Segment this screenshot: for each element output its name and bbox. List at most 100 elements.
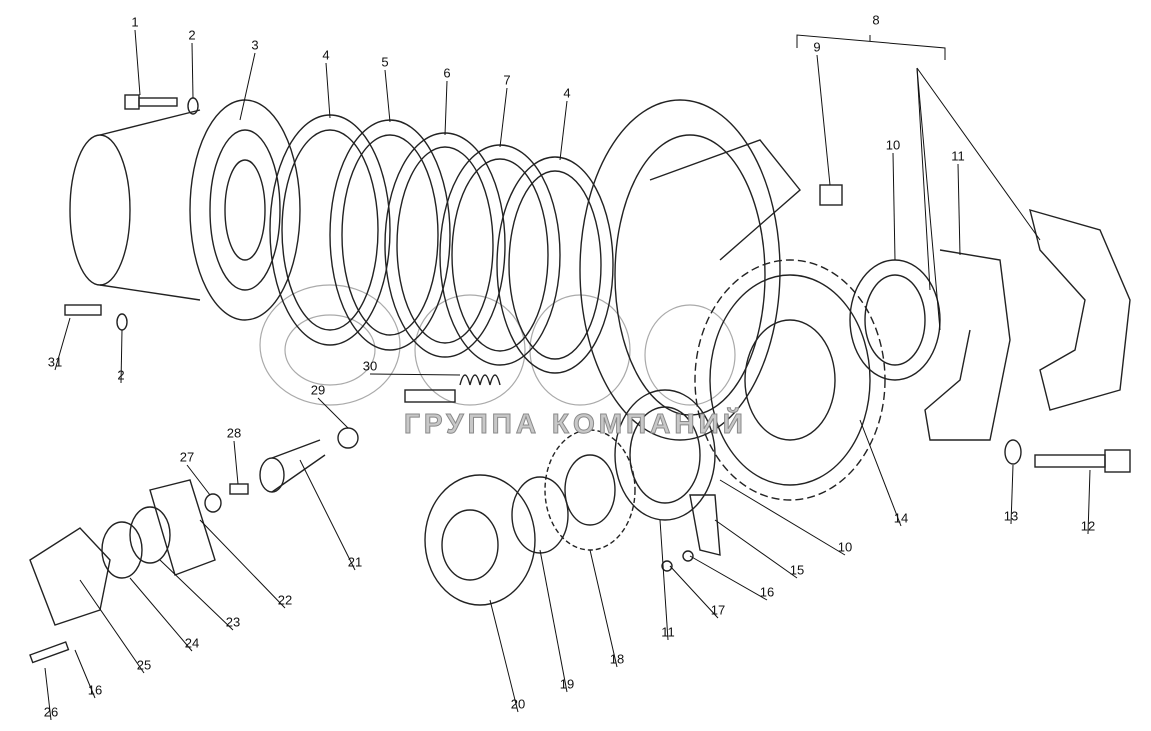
callout-label: 12 [1080,518,1096,534]
leader-line [539,549,568,693]
callout-label: 14 [893,510,909,526]
callout-label: 9 [813,39,821,55]
callout-label: 16 [759,584,775,600]
callout-label: 19 [559,676,575,692]
bearing-10 [849,259,941,381]
leader-line [589,549,618,668]
callout-label: 29 [310,382,326,398]
callout-label: 7 [503,72,511,88]
leader-line [957,163,961,256]
leader-line [659,519,669,641]
callout-label: 18 [609,651,625,667]
leader-line [233,440,239,485]
gasket-22 [149,479,216,576]
watermark-text: ГРУППА КОМПАНИЙ [404,408,747,440]
leader-line [916,67,941,331]
leader-line [79,579,145,674]
leader-line [444,80,448,136]
bushing-24 [101,521,143,579]
leader-line [191,42,194,99]
leader-line [239,52,256,121]
callout-label: 2 [117,367,125,383]
leader-line [859,419,902,527]
leader-line [916,67,931,291]
leader-line [325,62,331,119]
friction-plates [269,114,614,374]
bolt-26 [29,641,70,664]
cap-halves [1029,208,1131,411]
callout-label: 21 [347,554,363,570]
callout-label: 13 [1003,508,1019,524]
callout-label: 23 [225,614,241,630]
callout-label: 26 [43,704,59,720]
leader-line [134,29,141,96]
callout-label: 15 [789,562,805,578]
callout-label: 2 [188,27,196,43]
leader-line [199,519,286,609]
leader-line [816,54,831,186]
callout-label: 11 [951,148,965,164]
washer-13 [1004,439,1022,465]
pin-21 [259,439,326,493]
spring-30 [459,374,501,386]
leader-line [54,317,71,371]
callout-label: 4 [563,85,571,101]
washer-29 [337,427,359,449]
leader-line [159,559,234,631]
bolt-31 [64,304,102,316]
bolt-1 [124,94,178,110]
leader-line [559,100,568,161]
leader-line [1010,464,1014,525]
leader-line [74,649,96,699]
callout-label: 10 [837,539,853,555]
leader-line [714,519,798,579]
callout-label: 5 [381,54,389,70]
ring-gear-14 [694,259,886,501]
leader-line [1087,469,1091,535]
leader-line [499,87,508,148]
housing-3 [69,99,301,321]
thrust-washer-19 [511,476,569,554]
leader-line [689,555,768,601]
callout-label: 8 [872,12,880,28]
callout-label: 17 [710,602,726,618]
leader-line [719,479,846,556]
washer-2-lower [116,313,128,331]
callout-label: 3 [251,37,259,53]
nut-17 [661,560,673,572]
callout-label: 16 [87,682,103,698]
callout-label: 25 [136,657,152,673]
callout-label: 28 [226,425,242,441]
washer-27 [204,493,222,513]
leader-line [489,599,519,713]
oring-23 [129,506,171,564]
callout-label: 22 [277,592,293,608]
bearing-left [614,389,716,521]
callout-label: 11 [661,624,675,640]
leader-line [317,397,349,429]
callout-label: 10 [885,137,901,153]
leader-line [299,459,356,571]
differential-carrier [579,99,843,441]
leader-line [916,67,1041,241]
cover-25 [29,527,111,626]
callout-label: 24 [184,635,200,651]
gear-20 [424,474,536,606]
leader-lines [44,29,1091,721]
bevel-gear-18 [544,429,636,551]
callout-label: 30 [362,358,378,374]
bearing-cap-11 [924,249,1011,441]
leader-line [186,464,211,496]
callout-label: 1 [131,14,139,30]
nut-16 [682,550,694,562]
callout-label: 27 [179,449,195,465]
bracket-15 [689,494,721,556]
leader-line [44,667,52,721]
callout-label: 31 [47,354,63,370]
callout-label: 4 [322,47,330,63]
assembly-8-bracket [796,34,946,60]
leader-line [120,329,123,384]
leader-line [892,152,896,261]
